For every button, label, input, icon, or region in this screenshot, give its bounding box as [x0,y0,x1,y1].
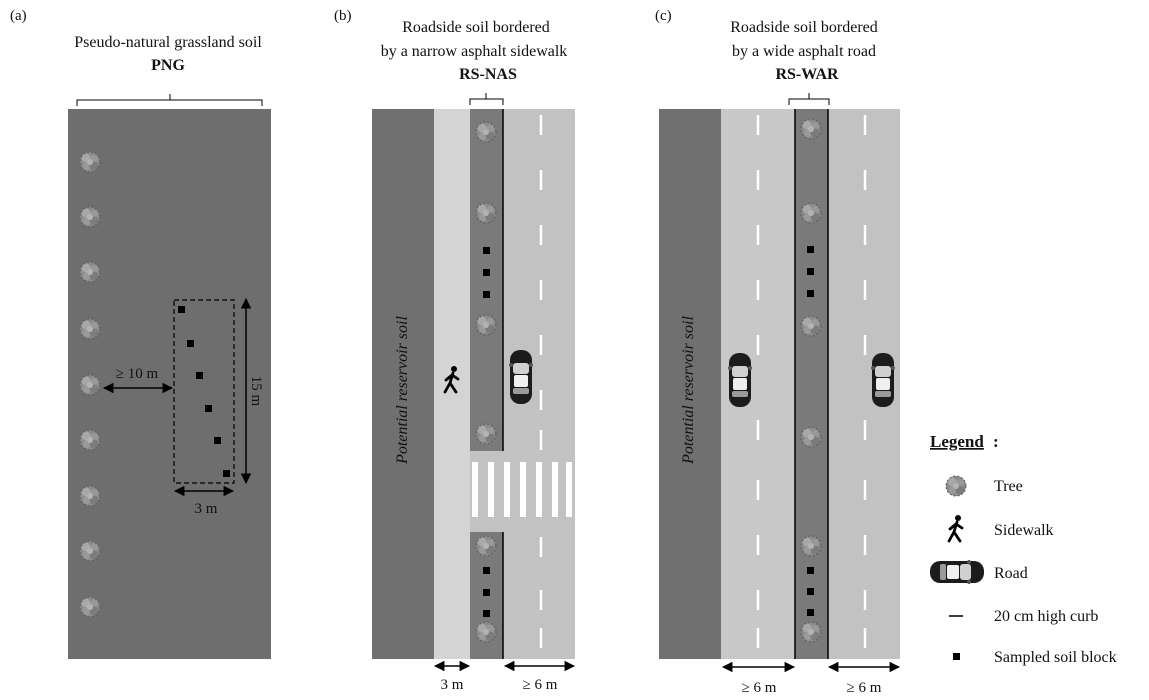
legend-item-label: Sidewalk [994,522,1054,539]
soil-block-icon [483,269,490,276]
reservoir-label-b: Potential reservoir soil [394,316,411,465]
tree-icon [475,202,497,224]
panel-c: (c) Roadside soil bordered by a wide asp… [655,8,901,696]
panel-b-code: RS-NAS [459,66,517,83]
dim-right-label-c: ≥ 6 m [847,680,882,696]
dim-height-label: 15 m [248,376,264,407]
tree-icon [475,121,497,143]
soil-blocks-c [807,246,814,616]
reservoir-label-c: Potential reservoir soil [680,316,697,465]
legend-item-label: Sampled soil block [994,649,1117,666]
car-icon [871,353,895,407]
tree-strip-c [795,109,828,659]
tree-icon [79,261,101,283]
legend-item-label: Road [994,565,1028,582]
panel-b: (b) Roadside soil bordered by a narrow a… [334,8,576,693]
tree-icon [79,318,101,340]
soil-block-icon [483,610,490,617]
lane-markings-c [756,115,867,648]
tree-icon [475,621,497,643]
dim-left-label-b: 3 m [441,677,464,693]
tree-icon [800,118,822,140]
tree-icon [945,475,967,497]
legend-item-label: 20 cm high curb [994,608,1098,625]
panel-c-title-line2: by a wide asphalt road [732,43,876,60]
panel-c-code: RS-WAR [775,66,839,83]
panel-c-title-line1: Roadside soil bordered [730,19,878,36]
tree-icon [79,485,101,507]
tree-icon [475,423,497,445]
soil-block-icon [196,372,203,379]
car-icon [930,560,984,584]
panel-b-title-line1: Roadside soil bordered [402,19,550,36]
sampling-plot [173,299,235,484]
tree-icon [800,202,822,224]
pedestrian-icon [947,513,964,543]
legend-item-label: Tree [994,478,1023,495]
panel-a-code: PNG [151,57,185,74]
tree-icon [800,315,822,337]
soil-block-icon [483,589,490,596]
soil-block-icon [223,470,230,477]
tree-row-a [79,151,101,618]
panel-a-title: Pseudo-natural grassland soil [74,34,262,51]
reservoir-soil-c [659,109,721,659]
soil-block-icon [483,291,490,298]
legend-title: Legend [930,432,984,451]
panel-c-bracket [788,93,830,105]
soil-block-icon [483,567,490,574]
dim-distance-label: ≥ 10 m [116,366,159,382]
soil-block-icon [205,405,212,412]
dim-left-label-c: ≥ 6 m [742,680,777,696]
soil-blocks-b [483,247,490,617]
tree-icon [800,621,822,643]
soil-blocks-a [178,306,230,477]
reservoir-soil-b [372,109,434,659]
tree-icon [79,429,101,451]
car-icon [728,353,752,407]
soil-block-icon [807,588,814,595]
tree-icon [79,596,101,618]
soil-block-icon [807,246,814,253]
soil-block-icon [214,437,221,444]
tree-icon [79,206,101,228]
tree-icon [475,535,497,557]
dim-right-label-b: ≥ 6 m [523,677,558,693]
tree-icon [800,426,822,448]
soil-block-icon [807,290,814,297]
soil-block-icon [483,247,490,254]
tree-icon [79,374,101,396]
panel-b-title-line2: by a narrow asphalt sidewalk [381,43,568,60]
panel-c-tag: (c) [655,8,672,24]
tree-icon [800,535,822,557]
panel-a-bracket [76,94,263,106]
legend: Legend : Tree Sidewalk Road 20 cm high c… [930,432,1117,666]
car-icon [509,350,533,404]
tree-icon [475,314,497,336]
soil-block-icon [187,340,194,347]
panel-b-bracket [469,93,504,105]
panel-b-tag: (b) [334,8,352,24]
legend-title-colon: : [993,432,999,451]
soil-block-icon [807,609,814,616]
panel-a-tag: (a) [10,8,27,24]
panel-a: (a) Pseudo-natural grassland soil PNG ≥ … [10,8,271,659]
dim-width-label: 3 m [195,501,218,517]
soil-block-icon [178,306,185,313]
tree-strip-b-top [470,109,503,451]
soil-block-icon [807,268,814,275]
soil-block-icon [953,653,960,660]
tree-icon [79,151,101,173]
crosswalk-stripes [472,462,572,517]
tree-icon [79,540,101,562]
soil-block-icon [807,567,814,574]
